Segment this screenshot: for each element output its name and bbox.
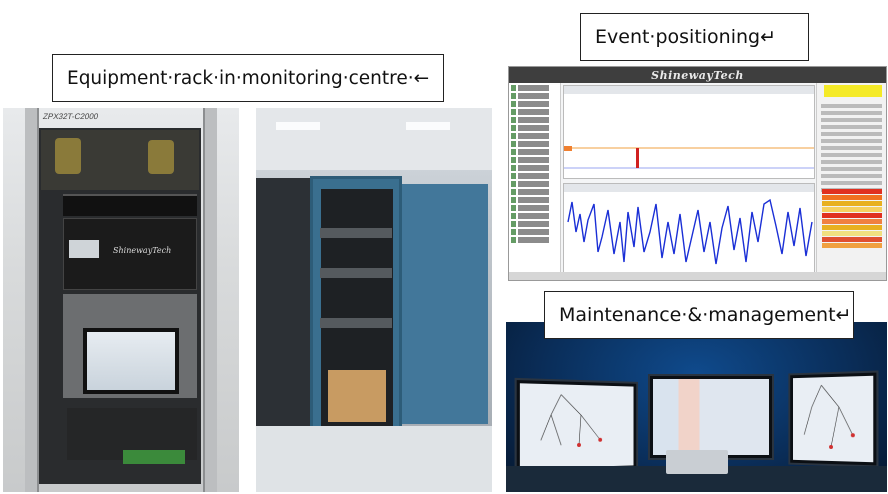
monitor-center	[648, 374, 774, 460]
rack-green-device	[123, 450, 185, 464]
rack-photo: ShinewayTech ZPX32T-C2000	[3, 108, 239, 492]
ceiling-light	[276, 122, 320, 130]
caption-event-positioning-text: Event·positioning↵	[595, 26, 777, 48]
caption-maintenance-text: Maintenance·&·management↵	[559, 304, 852, 326]
rack-model-label: ZPX32T-C2000	[42, 112, 100, 121]
rack-device-right	[148, 140, 174, 174]
rack-shelf	[320, 228, 392, 238]
monitor-right-diagram	[793, 376, 855, 450]
caption-event-positioning: Event·positioning↵	[580, 13, 809, 61]
rack-brand-label: ShinewayTech	[113, 246, 172, 255]
bin-plot-header	[564, 86, 814, 94]
monitor-right	[788, 370, 879, 468]
rack-frame-left	[25, 108, 39, 492]
rack-lcd-display	[69, 240, 99, 258]
app-title: ShinewayTech	[651, 68, 744, 82]
status-highlight	[824, 85, 882, 97]
info-rows	[817, 83, 886, 192]
app-statusbar	[509, 272, 886, 280]
caption-equipment-rack-text: Equipment·rack·in·monitoring·centre·←	[67, 67, 430, 89]
threshold-marker	[564, 146, 572, 151]
rack-shelf	[320, 268, 392, 278]
app-titlebar: ShinewayTech	[509, 67, 886, 83]
server-room-photo	[256, 108, 492, 492]
side-rack	[402, 184, 488, 424]
detector-plot-header	[564, 184, 814, 192]
caption-equipment-rack: Equipment·rack·in·monitoring·centre·←	[52, 54, 444, 102]
ceiling-light	[406, 122, 450, 130]
event-spike	[636, 148, 639, 168]
maintenance-photo	[506, 322, 887, 492]
event-positioning-screenshot: ShinewayTech	[508, 66, 887, 281]
cardboard-box	[328, 370, 386, 422]
event-table	[822, 189, 882, 253]
rack-frame-right	[203, 108, 217, 492]
floor	[256, 426, 492, 492]
bin-plot	[563, 85, 815, 179]
monitor-left	[514, 377, 639, 475]
ceiling	[256, 108, 492, 170]
dark-rack	[256, 178, 312, 438]
phone-console	[666, 450, 728, 474]
rack-device-left	[55, 138, 81, 174]
rack-monitor	[83, 328, 179, 394]
rack-shelf	[320, 318, 392, 328]
detector-plot-svg	[567, 198, 813, 265]
bin-plot-svg	[564, 146, 814, 169]
caption-maintenance: Maintenance·&·management↵	[544, 291, 854, 339]
detector-plot	[563, 183, 815, 275]
monitor-left-diagram	[520, 383, 603, 468]
rack-unit-1	[63, 194, 197, 216]
navigation-tree	[509, 83, 561, 273]
detector-signal	[567, 198, 813, 265]
